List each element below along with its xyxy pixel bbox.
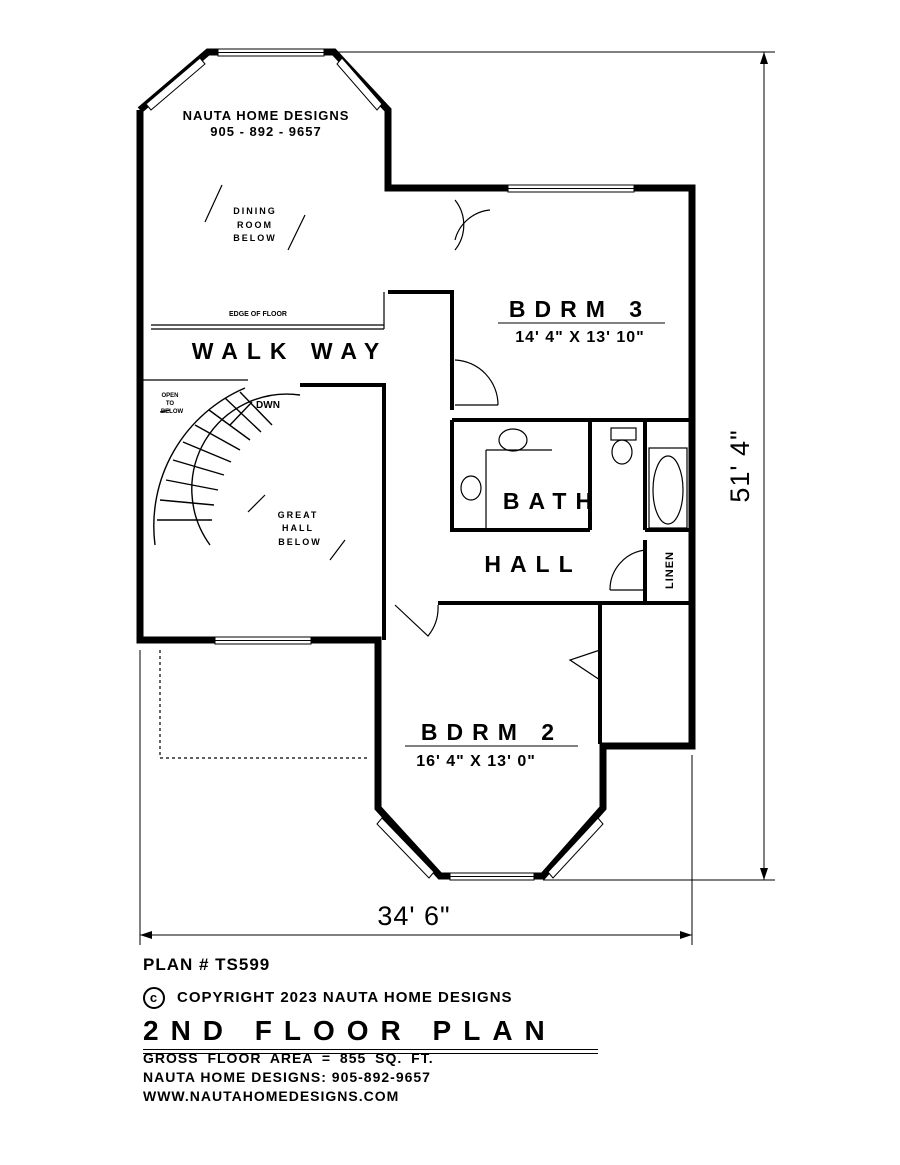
dining-label-1: DINING [233, 206, 277, 216]
title-rule-bottom [143, 1053, 598, 1054]
copyright-line: c COPYRIGHT 2023 NAUTA HOME DESIGNS [143, 987, 513, 1009]
doors [394, 199, 646, 681]
bdrm2-label: BDRM 2 [421, 719, 563, 745]
bdrm3-dimension: 14' 4" X 13' 10" [515, 329, 645, 346]
depth-dimension: 51' 4" [725, 429, 755, 502]
below-arrows [159, 184, 346, 561]
edge-of-floor-label: EDGE OF FLOOR [229, 311, 287, 318]
hall-label: HALL [484, 551, 581, 577]
open-to-below-1: OPEN [161, 393, 178, 399]
copyright-icon: c [143, 987, 165, 1009]
website: WWW.NAUTAHOMEDESIGNS.COM [143, 1088, 400, 1104]
dining-label-3: BELOW [233, 233, 277, 243]
down-label: DWN [256, 400, 280, 411]
open-to-below-2: TO [166, 401, 175, 407]
plan-number: PLAN # TS599 [143, 955, 271, 974]
title-rule-top [143, 1049, 598, 1050]
bath-label: BATH [503, 488, 601, 514]
interior-walls [300, 290, 692, 744]
great-hall-label-3: BELOW [278, 537, 322, 547]
floor-plan: NAUTA HOME DESIGNS 905 - 892 - 9657 DINI… [136, 48, 775, 945]
bdrm3-label: BDRM 3 [509, 296, 651, 322]
dining-label-2: ROOM [237, 220, 273, 230]
windows [145, 48, 635, 881]
dimension-lines [139, 51, 775, 945]
thin-lines [140, 292, 552, 759]
bath-fixtures [460, 427, 688, 529]
company-phone: 905 - 892 - 9657 [210, 124, 321, 139]
great-hall-label-2: HALL [282, 523, 314, 533]
contact-phone: NAUTA HOME DESIGNS: 905-892-9657 [143, 1069, 431, 1085]
width-dimension: 34' 6" [377, 901, 450, 931]
gross-floor-area: GROSS FLOOR AREA = 855 SQ. FT. [143, 1050, 434, 1066]
company-name: NAUTA HOME DESIGNS [183, 108, 350, 123]
open-to-below-3: BELOW [161, 409, 184, 415]
dimension-arrows [140, 52, 768, 939]
curved-stair [153, 387, 301, 546]
plan-title: 2ND FLOOR PLAN [143, 1015, 557, 1046]
linen-label: LINEN [664, 551, 676, 589]
great-hall-label-1: GREAT [278, 510, 319, 520]
walk-way-label: WALK WAY [192, 338, 388, 364]
bdrm2-dimension: 16' 4" X 13' 0" [416, 753, 536, 770]
copyright-text: COPYRIGHT 2023 NAUTA HOME DESIGNS [177, 988, 513, 1006]
